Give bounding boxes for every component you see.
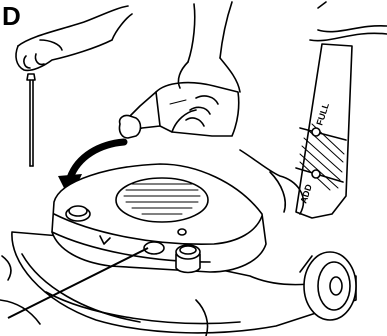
oil-bottle-pouring [119, 2, 240, 138]
full-mark-dot [312, 128, 320, 136]
cooling-grille [116, 178, 208, 222]
add-mark-dot [312, 170, 320, 178]
dipstick-closeup: FULL ADD [296, 2, 387, 218]
step-label: D [2, 2, 21, 30]
bottle-cap [119, 115, 140, 138]
